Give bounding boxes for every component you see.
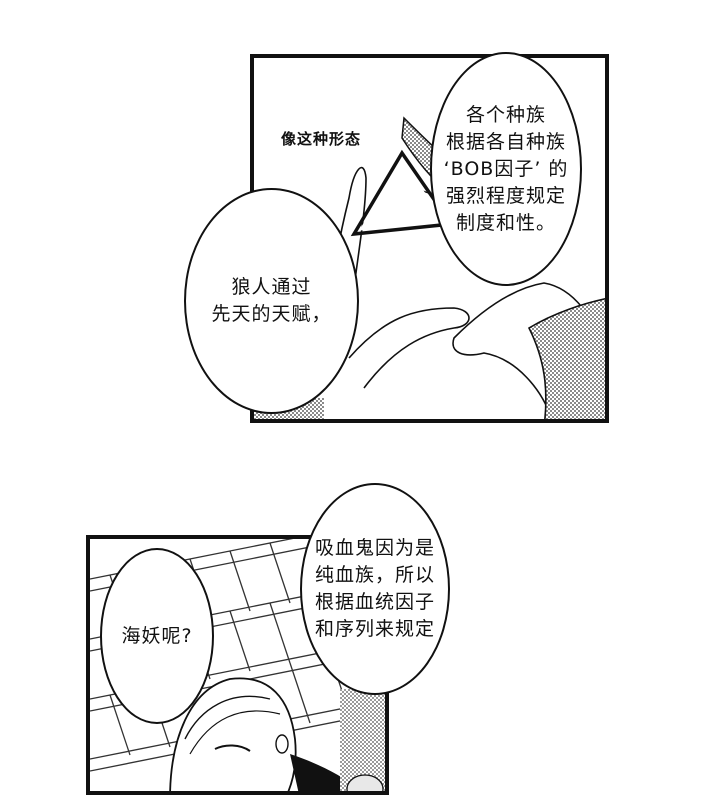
caption-text: 像这种形态 [281,130,362,148]
bubble-text: 狼人通过 先天的天赋， [211,276,332,325]
bubble-text: 吸血鬼因为是 纯血族，所以 根据血统因子 和序列来规定 [314,537,435,640]
speech-bubble-werewolf: 狼人通过 先天的天赋， [184,188,359,414]
speech-bubble-siren: 海妖呢? [100,548,214,724]
speech-bubble-vampire: 吸血鬼因为是 纯血族，所以 根据血统因子 和序列来规定 [300,483,450,695]
bubble-text: 各个种族 根据各自种族 ‘BOB因子’ 的 强烈程度规定 制度和性。 [443,103,569,234]
bubble-text: 海妖呢? [121,624,193,647]
speech-bubble-races: 各个种族 根据各自种族 ‘BOB因子’ 的 强烈程度规定 制度和性。 [430,52,582,286]
